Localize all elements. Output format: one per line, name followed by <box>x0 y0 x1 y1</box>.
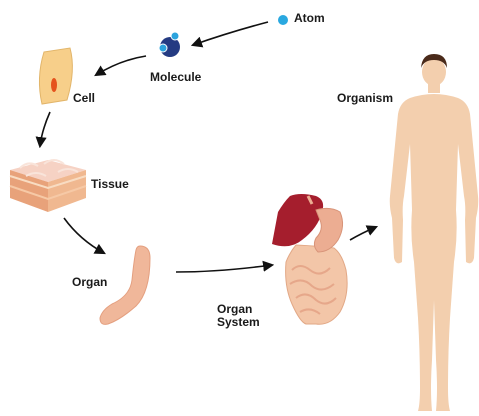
label-organ-system: Organ System <box>217 303 260 329</box>
arrow-organ-to-system <box>176 265 272 272</box>
tissue-icon <box>10 160 86 212</box>
molecule-icon <box>159 32 180 57</box>
arrow-molecule-to-cell <box>96 56 146 75</box>
arrow-atom-to-molecule <box>193 22 268 45</box>
label-organ: Organ <box>72 276 107 289</box>
digestive-system-icon <box>272 194 347 324</box>
label-tissue: Tissue <box>91 178 129 191</box>
arrow-system-to-organism <box>350 227 376 240</box>
label-atom: Atom <box>294 12 325 25</box>
stomach-organ-icon <box>100 246 150 324</box>
label-organism: Organism <box>337 92 393 105</box>
arrow-cell-to-tissue <box>40 112 50 146</box>
arrow-tissue-to-organ <box>64 218 104 253</box>
atom-icon <box>278 15 288 25</box>
label-cell: Cell <box>73 92 95 105</box>
label-molecule: Molecule <box>150 71 201 84</box>
cell-icon <box>39 48 72 104</box>
label-organ-system-line2: System <box>217 316 260 329</box>
human-body-icon <box>390 54 479 411</box>
